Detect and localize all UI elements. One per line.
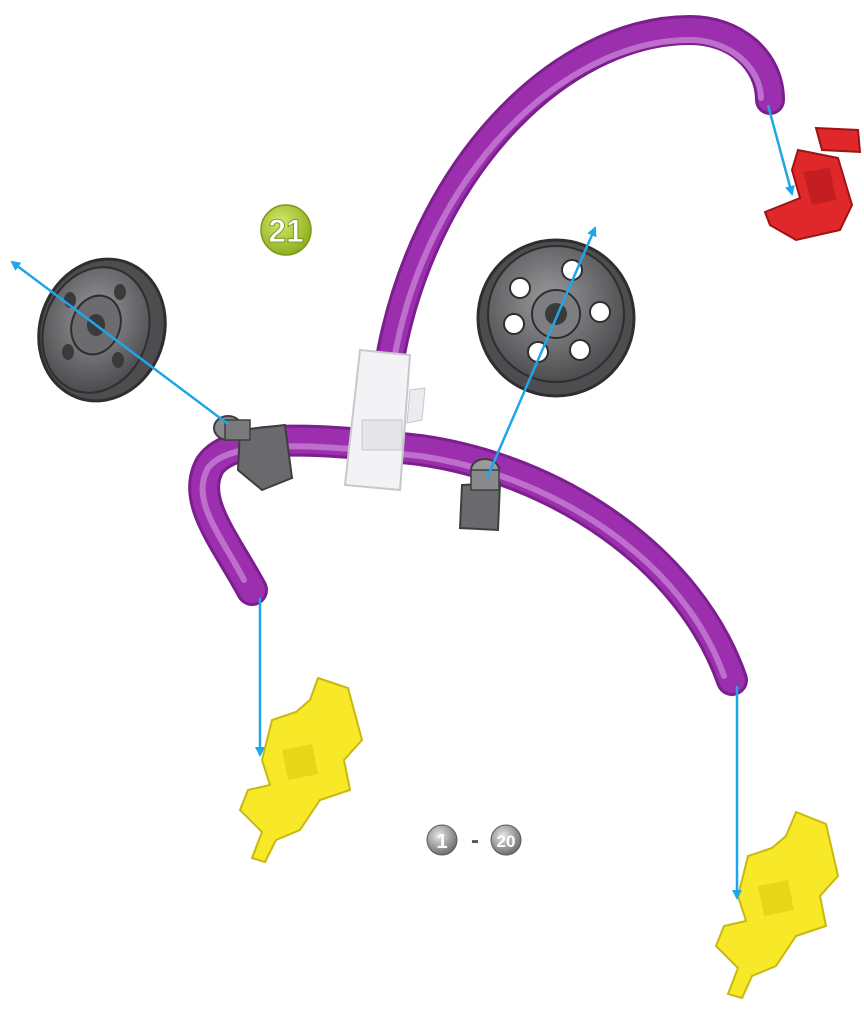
white-clip <box>345 350 425 490</box>
yellow-connector-left <box>240 678 362 862</box>
yellow-connector-right <box>716 812 838 998</box>
arrow-red-connector <box>768 105 792 194</box>
step-badge: 21 <box>261 205 311 255</box>
prerequisite-range: 1 - 20 <box>427 825 521 855</box>
step-number: 21 <box>268 213 304 249</box>
assembly-arrows <box>12 105 792 898</box>
prerequisite-to: 20 <box>497 832 516 851</box>
prerequisite-separator: - <box>471 827 479 854</box>
prerequisite-from: 1 <box>436 831 447 853</box>
